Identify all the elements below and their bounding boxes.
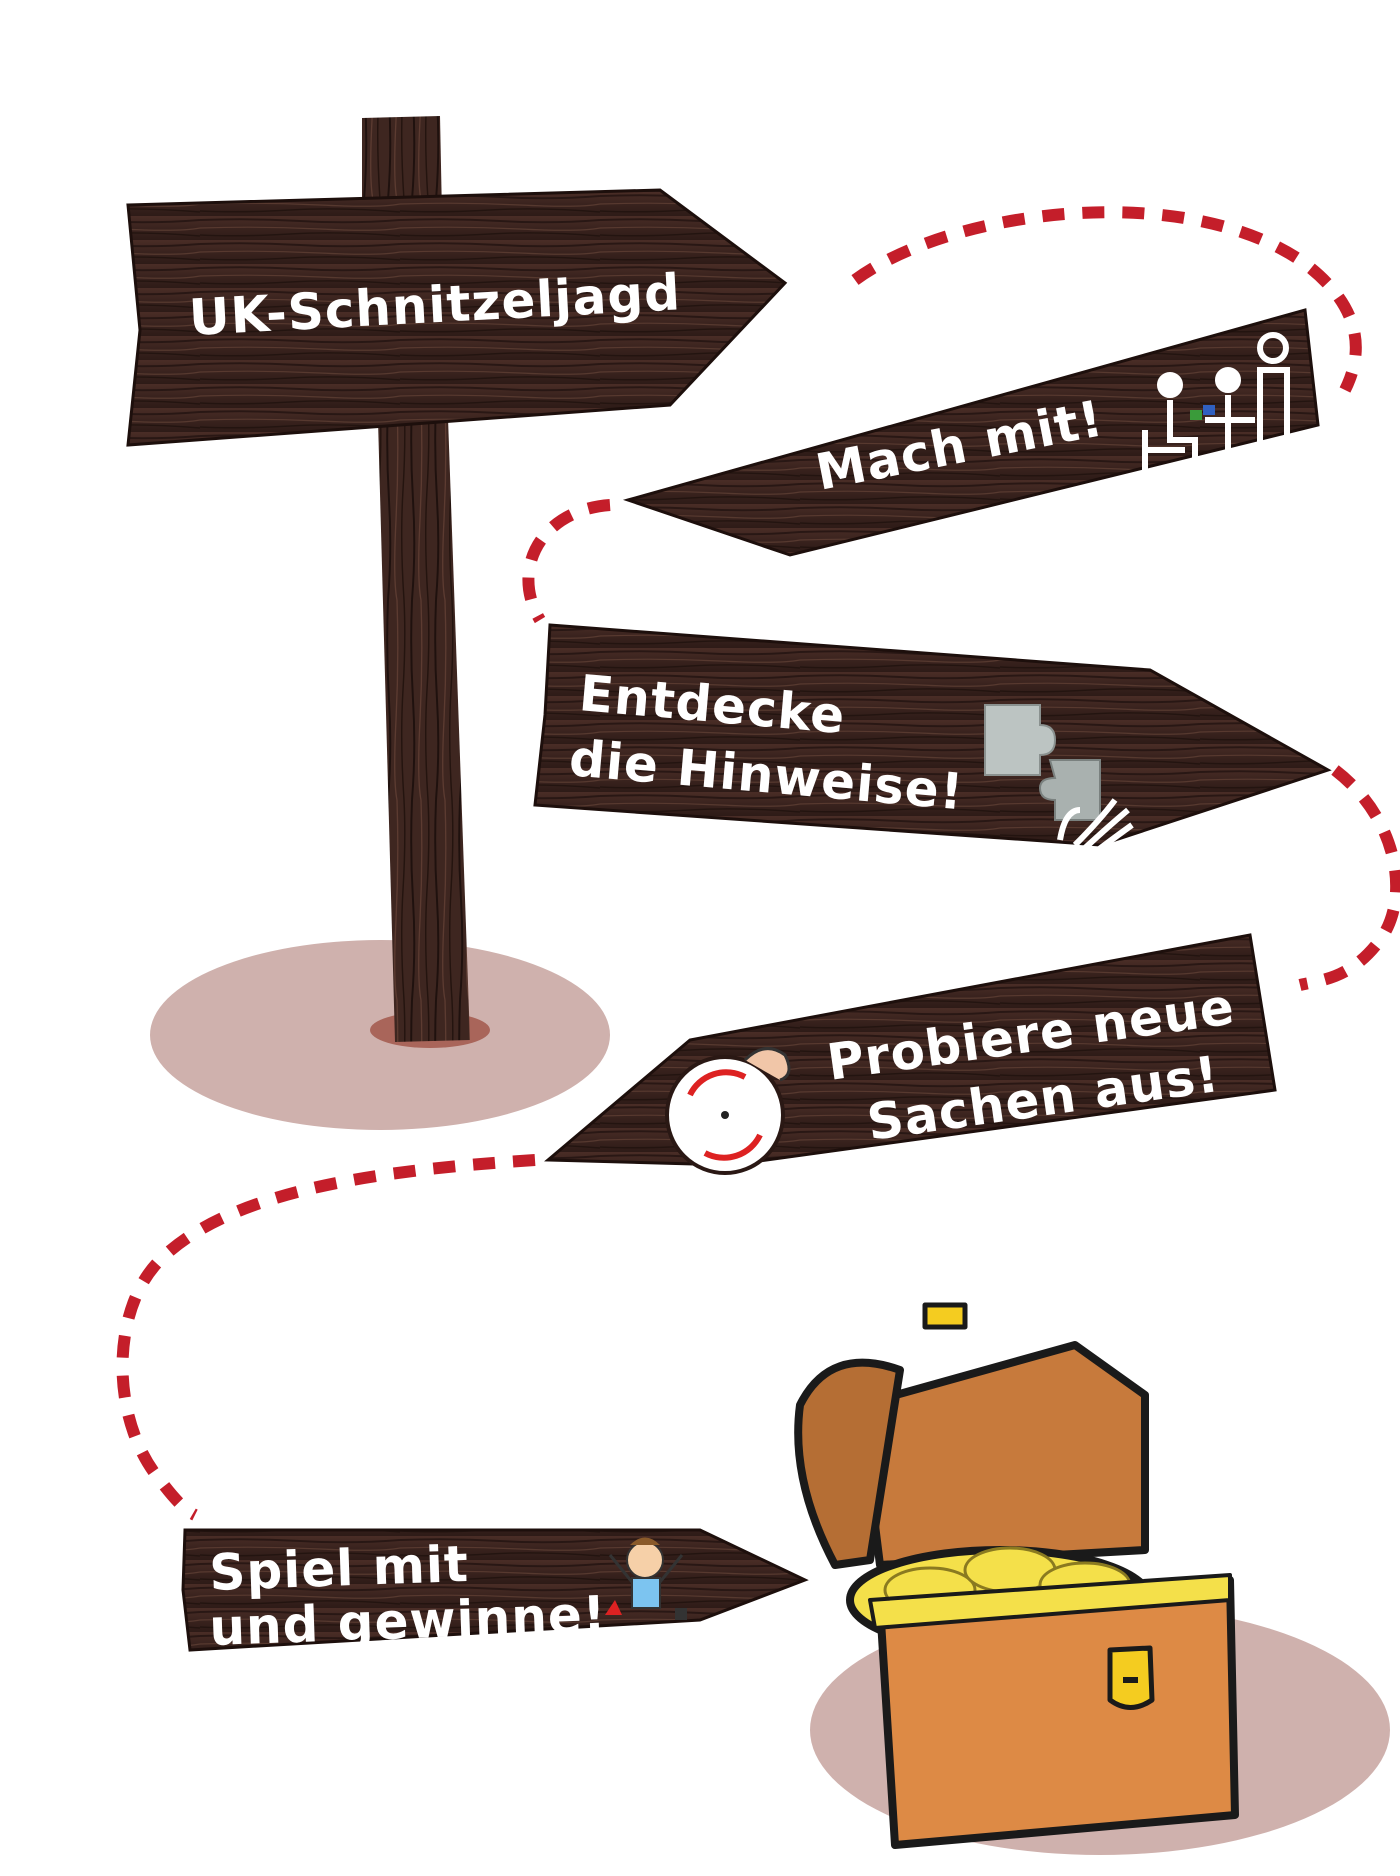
sign-probiere: Probiere neue Sachen aus! bbox=[544, 933, 1277, 1175]
dotted-path bbox=[116, 206, 1400, 1521]
signpost-pole bbox=[362, 116, 470, 1042]
sign-spiel-mit-line1: Spiel mit bbox=[208, 1535, 469, 1602]
happy-child-icon bbox=[605, 1537, 687, 1620]
rotate-hand-icon bbox=[665, 1047, 791, 1175]
sign-spiel-mit: Spiel mit und gewinne! bbox=[181, 1528, 809, 1657]
title-sign: UK-Schnitzeljagd bbox=[126, 188, 788, 447]
treasure-chest-icon bbox=[794, 1302, 1239, 1849]
sign-entdecke: Entdecke die Hinweise! bbox=[533, 623, 1332, 853]
puzzle-hand-icon bbox=[984, 704, 1134, 853]
sign-spiel-mit-line2: und gewinne! bbox=[208, 1585, 607, 1657]
sign-mach-mit: Mach mit! bbox=[622, 308, 1320, 557]
people-at-table-icon bbox=[1142, 332, 1290, 500]
